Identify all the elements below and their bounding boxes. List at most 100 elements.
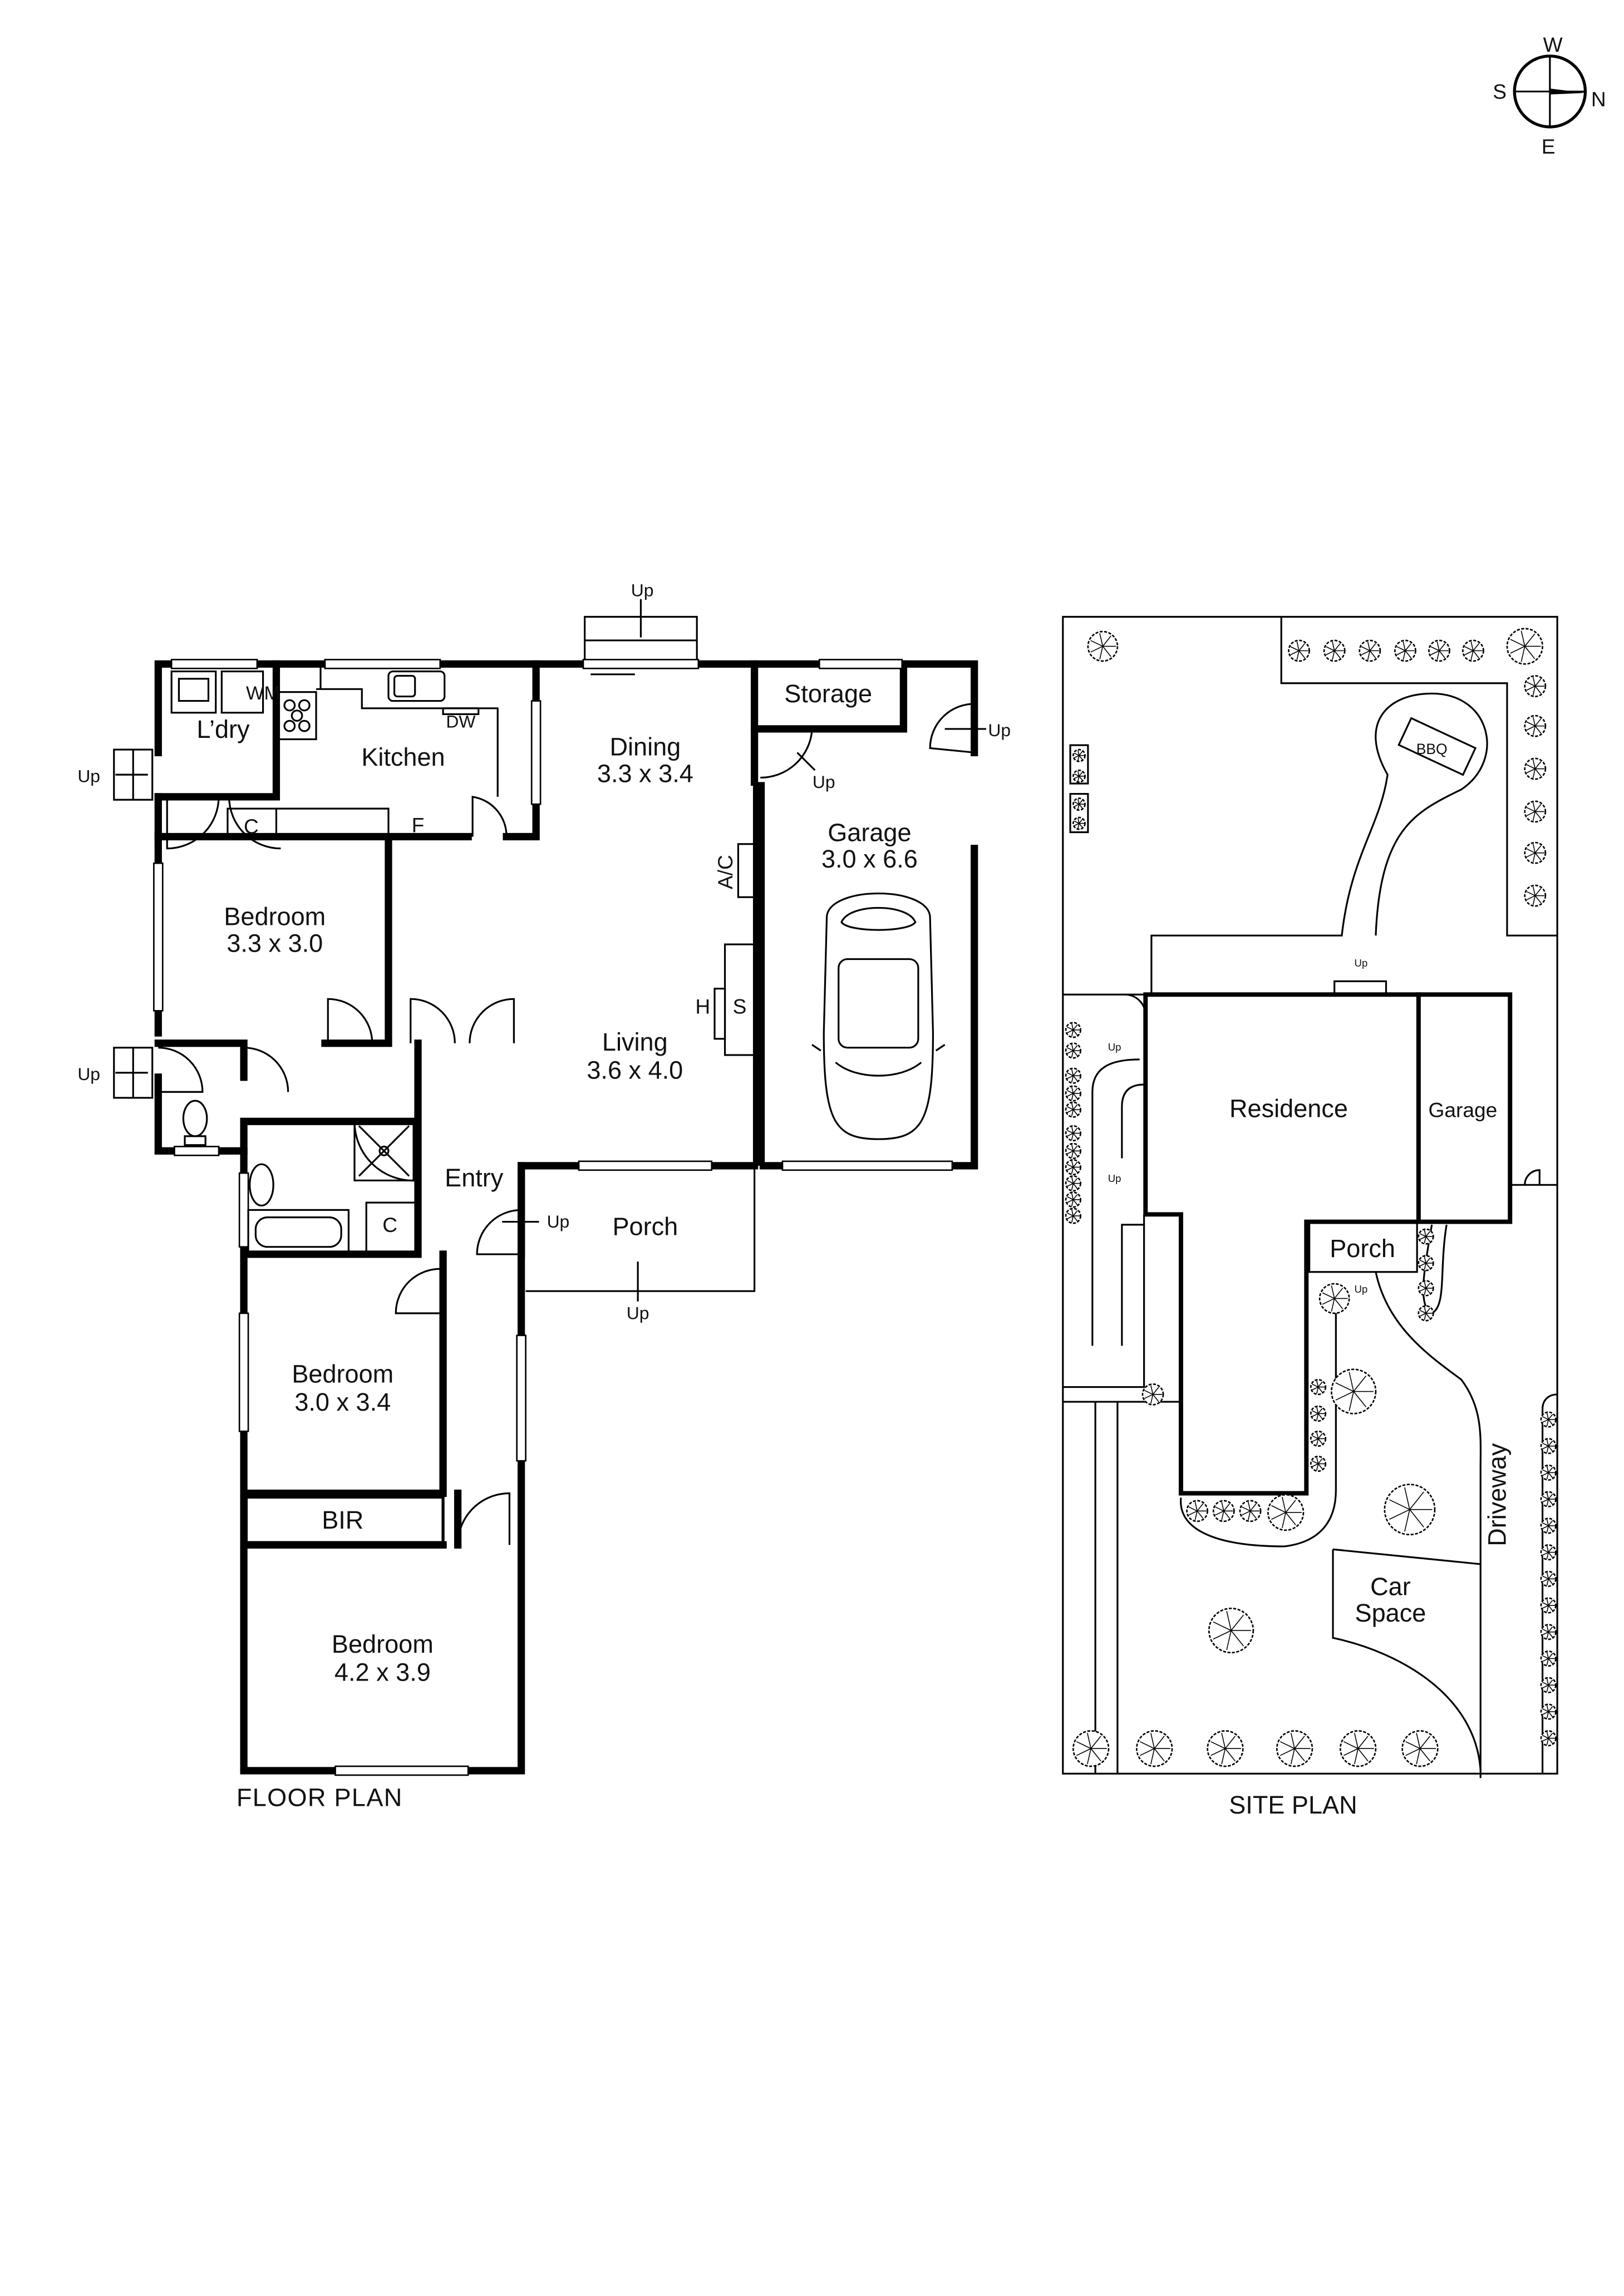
shrub-branch [1152, 1387, 1159, 1395]
shrub-branch [1334, 1298, 1344, 1309]
shrub-branch [1076, 1748, 1091, 1756]
shrub-branch [1548, 1472, 1553, 1479]
shrub-branch [1542, 1551, 1549, 1556]
shrub-branch [1079, 755, 1083, 760]
shrub-branch [1224, 1748, 1236, 1762]
shrub-branch [1077, 823, 1080, 829]
shrub-branch [1367, 651, 1371, 660]
shrub-branch [1316, 1407, 1319, 1414]
shrub-branch [1076, 1741, 1091, 1749]
shrub-branch [1071, 1144, 1074, 1151]
bbq-label: BBQ [1416, 741, 1448, 757]
shrub-branch [1548, 1679, 1553, 1686]
shrub-branch [1424, 1257, 1426, 1264]
shrub-branch [1067, 1075, 1074, 1079]
shrub-branch [1099, 633, 1104, 647]
shrub-branch [1071, 1103, 1074, 1110]
porch-outline [525, 1165, 756, 1292]
shrub-branch [1332, 641, 1335, 651]
shrub-branch [1317, 1458, 1323, 1464]
site-boundary [1062, 615, 1558, 1775]
laundry-tub-icon [170, 670, 217, 714]
shrub-branch [1546, 1705, 1549, 1712]
shrub-branch [1404, 1509, 1410, 1532]
shrub-branch [1072, 1045, 1078, 1051]
shrub-branch [1542, 1682, 1549, 1686]
floor-plan-title: FLOOR PLAN [237, 1783, 403, 1812]
shrub-branch [1419, 1748, 1430, 1762]
shrub-branch [1526, 721, 1536, 727]
shrub-branch [1425, 1308, 1431, 1314]
shrub-branch [1316, 1387, 1319, 1394]
shrub-branch [1546, 1525, 1549, 1533]
residence-label: Residence [1229, 1094, 1348, 1122]
shrub-branch [1546, 1446, 1549, 1453]
shrub-branch [1396, 646, 1406, 652]
site-porch-outline [1308, 1220, 1418, 1273]
shrub-branch [1223, 1503, 1230, 1511]
shrub-branch [1298, 643, 1306, 651]
shrub-branch [1464, 650, 1474, 656]
shrub-branch [1074, 822, 1080, 826]
dining-label: Dining [609, 733, 681, 761]
shrub-branch [1072, 1088, 1078, 1094]
shrub-branch [1316, 1457, 1319, 1464]
garage-size: 3.0 x 6.6 [821, 845, 918, 873]
shrub-branch [1548, 1414, 1553, 1420]
shrub-branch [1071, 1133, 1074, 1140]
shrub-branch [1072, 1194, 1078, 1200]
shower-icon [353, 1120, 415, 1181]
shrub-branch [1231, 1630, 1244, 1647]
shrub-branch [1425, 1236, 1431, 1242]
shrub-branch [1317, 1381, 1323, 1388]
shrub-branch [1419, 1236, 1426, 1240]
entry-label: Entry [445, 1164, 504, 1192]
shrub-branch [1071, 1075, 1074, 1082]
shrub-branch [1331, 1285, 1335, 1299]
shrub-branch [1197, 1503, 1204, 1511]
site-porch-label: Porch [1330, 1234, 1395, 1263]
shrub-branch [1425, 1288, 1431, 1294]
shrub-branch [1294, 1748, 1305, 1762]
living-size: 3.6 x 4.0 [587, 1056, 683, 1084]
shrub-branch [1077, 804, 1080, 810]
shrub-branch [1542, 1628, 1549, 1633]
shrub-branch [1546, 1499, 1549, 1506]
shrub-branch [1072, 1050, 1078, 1056]
step-up-label: Up [1108, 1041, 1121, 1053]
porch-label: Porch [613, 1212, 678, 1240]
shrub-branch [1542, 1525, 1549, 1529]
shrub-branch [1071, 1199, 1074, 1206]
shrub-branch [1071, 1093, 1074, 1100]
shrub-branch [1546, 1599, 1549, 1606]
shrub-branch [1526, 686, 1536, 691]
shrub-branch [1322, 1292, 1335, 1299]
bir-label: BIR [322, 1506, 363, 1534]
shrub-branch [1197, 1510, 1204, 1519]
shrub-branch [1510, 646, 1525, 654]
shrub-branch [1542, 1469, 1549, 1474]
shrub-branch [1074, 773, 1080, 777]
bedroom2-label: Bedroom [292, 1360, 393, 1388]
shrub-branch [1067, 1047, 1074, 1051]
shrub-branch [1072, 1199, 1078, 1205]
shrub-branch [1077, 799, 1080, 805]
shrub-branch [1548, 1706, 1553, 1712]
shrub-branch [1424, 1313, 1426, 1320]
shrub-branch [1425, 1258, 1431, 1264]
shrub-branch [1349, 1391, 1354, 1411]
shrub-branch [1542, 1419, 1549, 1423]
shrub-branch [1090, 646, 1103, 653]
shrub-branch [1532, 768, 1536, 778]
shrub-branch [1312, 1435, 1318, 1440]
shrub-branch [1361, 646, 1370, 652]
laundry-label: L’dry [196, 715, 250, 743]
shrub-branch [1335, 1391, 1354, 1401]
shrub-branch [1144, 1390, 1153, 1395]
shrub-branch [1067, 1180, 1074, 1184]
shrub-branch [1298, 650, 1306, 658]
bedroom1-label: Bedroom [224, 903, 326, 931]
shrub-branch [1369, 643, 1376, 651]
shrub-branch [1526, 895, 1536, 900]
shrub-branch [1520, 630, 1525, 647]
